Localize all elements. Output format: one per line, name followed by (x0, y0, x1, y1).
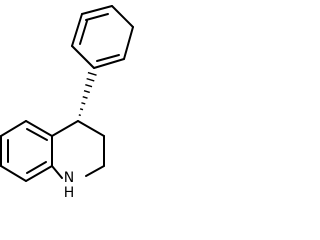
hydrogen-label: H (64, 185, 75, 201)
hash-line (78, 114, 81, 117)
bond (51, 120, 79, 137)
bond (25, 165, 53, 182)
hash-line (82, 96, 88, 99)
double-bond-inner (79, 20, 88, 45)
bond (85, 165, 105, 177)
nitrogen-label: N (64, 170, 74, 186)
double-bond-inner (85, 13, 109, 21)
phenyl-ring (71, 5, 134, 69)
benzo-ring (0, 120, 53, 182)
bond (81, 5, 113, 15)
bond (111, 5, 134, 28)
molecule-structure: N H (0, 5, 134, 201)
bond (71, 45, 95, 69)
bond (0, 165, 27, 182)
hash-line (85, 83, 93, 88)
bond (77, 120, 105, 137)
bond (0, 120, 27, 137)
double-bond-inner (26, 128, 48, 141)
hash-line (86, 77, 95, 82)
bond (93, 58, 125, 69)
tetrahydro-ring (51, 120, 105, 179)
hash-line (87, 71, 97, 76)
double-bond-inner (26, 161, 47, 174)
bond (71, 13, 83, 47)
double-bond-inner (96, 54, 120, 62)
hashed-wedge-bond (78, 71, 97, 117)
hash-line (83, 90, 90, 94)
bond (51, 165, 63, 179)
bond (123, 26, 134, 60)
bond (25, 120, 53, 137)
hash-line (79, 108, 84, 111)
hash-line (81, 102, 86, 105)
